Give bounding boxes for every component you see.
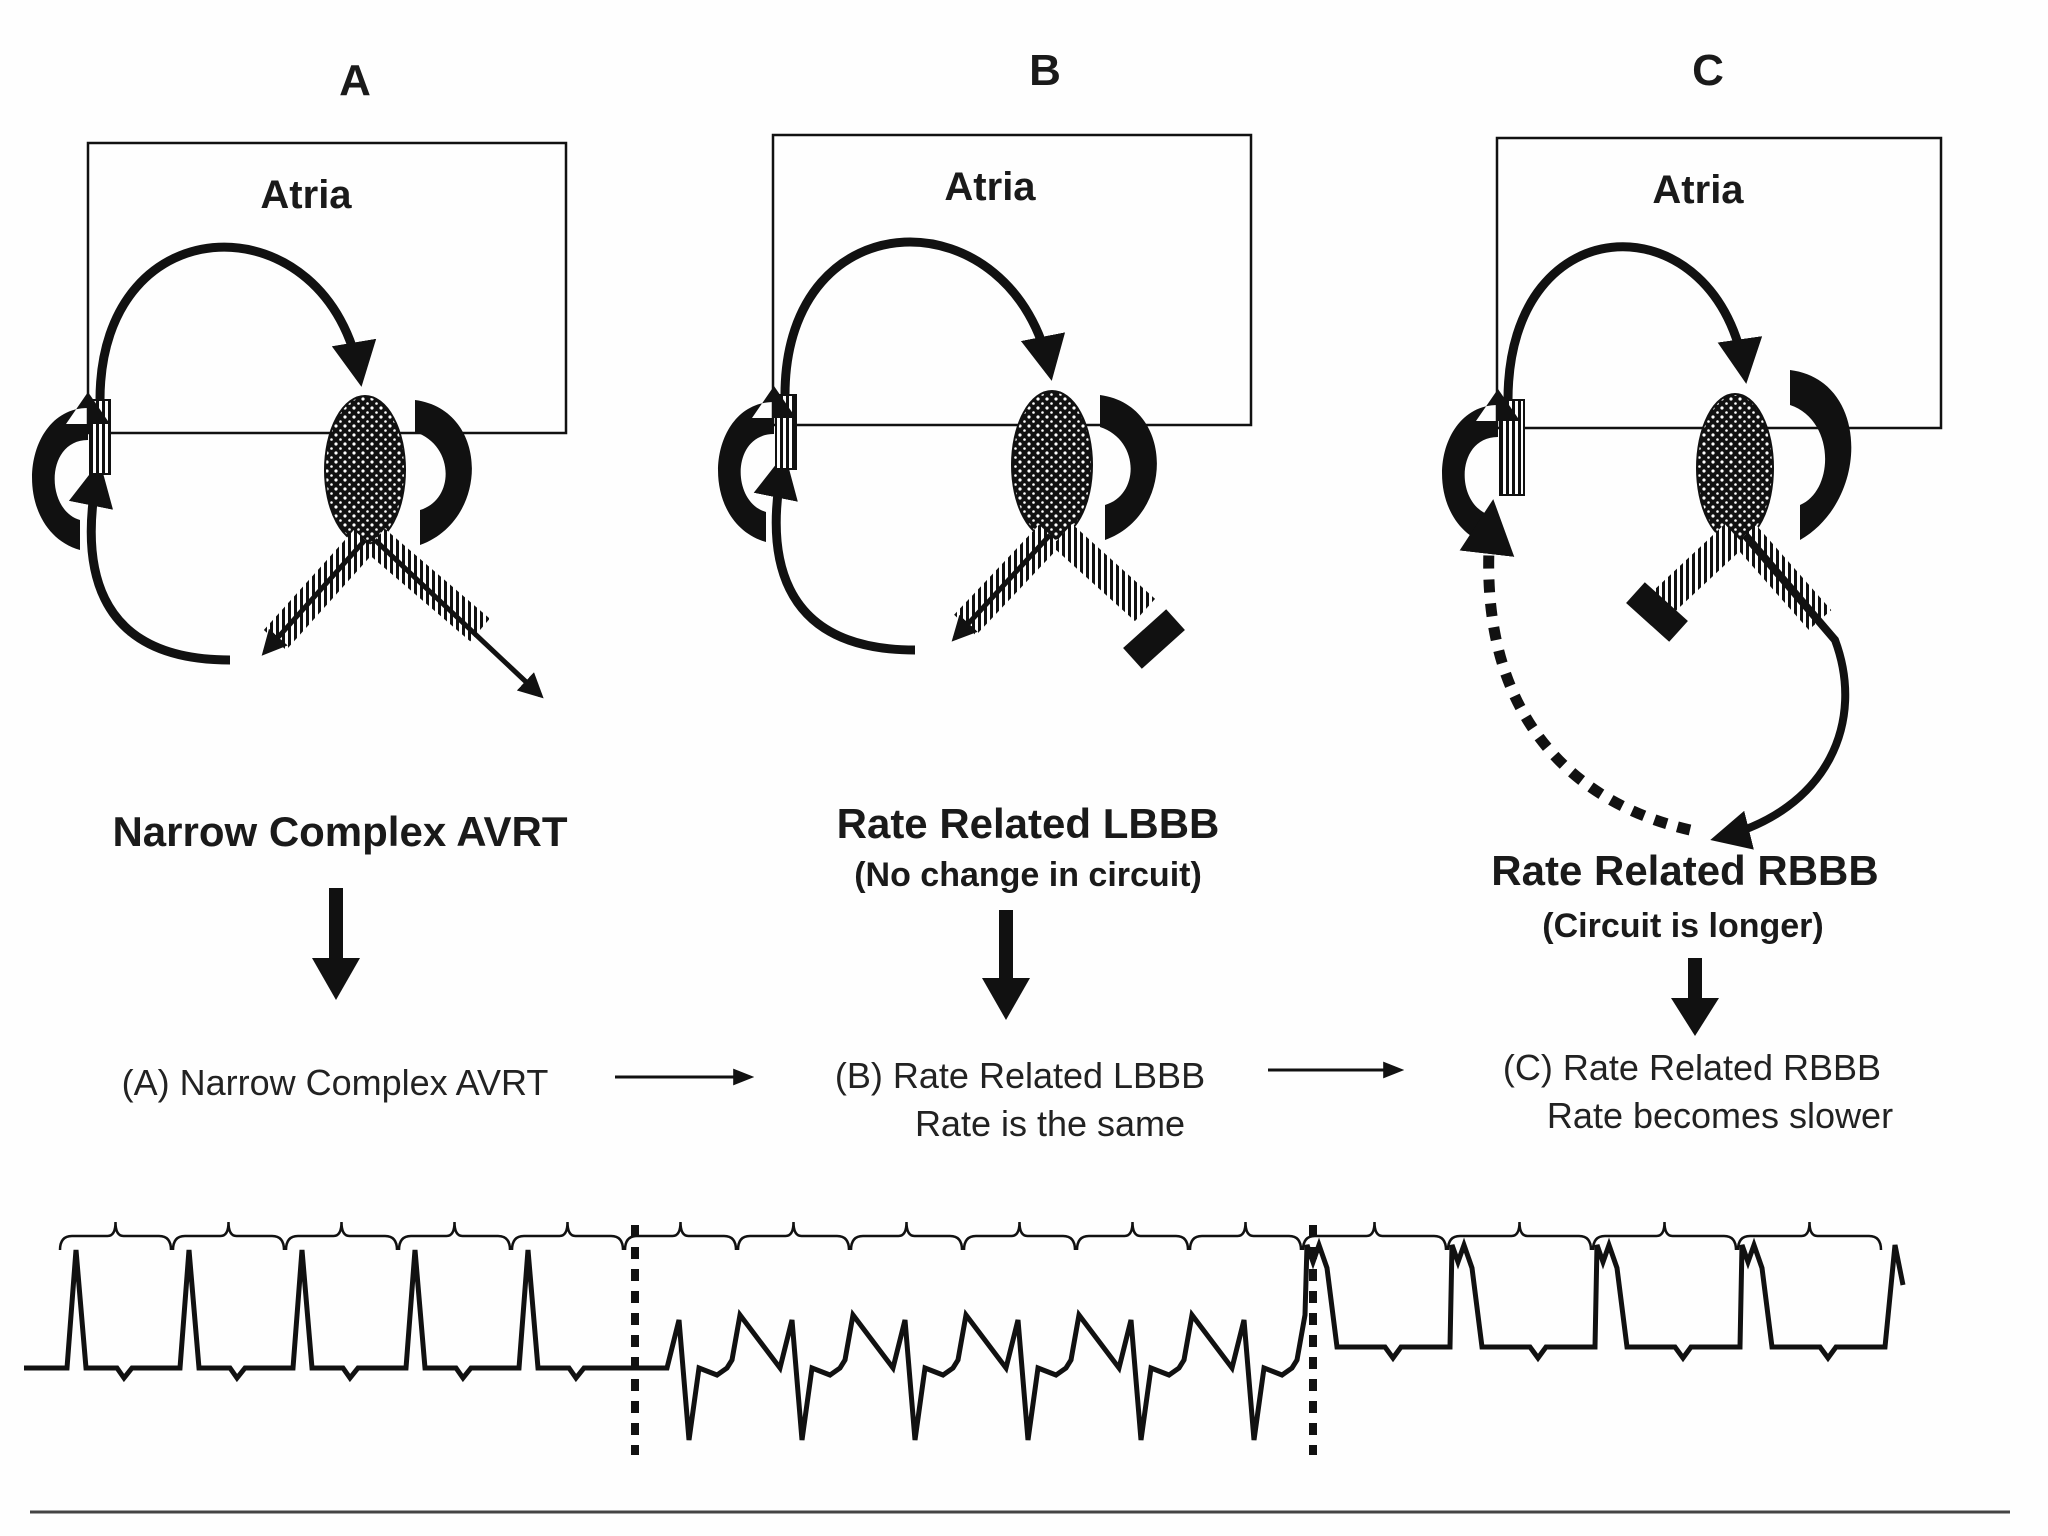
cycle-length-brace (171, 1221, 286, 1251)
cycle-length-brace (1188, 1221, 1303, 1251)
cycle-length-brace (1446, 1221, 1593, 1251)
panel-title: Narrow Complex AVRT (112, 808, 567, 855)
atria-label: Atria (944, 165, 1036, 209)
cycle-length-brace (1736, 1221, 1883, 1251)
left-bundle-arrow (261, 538, 367, 656)
right-curl-arrow (1790, 370, 1852, 540)
panel-subtitle: (Circuit is longer) (1542, 907, 1823, 945)
panel-title: Rate Related LBBB (837, 800, 1220, 847)
atria-box (771, 133, 1253, 427)
caption-line1: (B) Rate Related LBBB (835, 1055, 1205, 1096)
cycle-length-brace (849, 1221, 964, 1251)
cycle-length-brace (284, 1221, 399, 1251)
atria-box (86, 141, 568, 435)
caption-line2: Rate is the same (915, 1103, 1185, 1144)
retrograde-pathway-dotted (1459, 499, 1692, 836)
atria-label: Atria (260, 173, 352, 217)
right-curl-arrow (415, 400, 472, 545)
panel-b: B Atria Rate Related LBBB (No change in … (718, 46, 1405, 1144)
reentry-circuit-arc (95, 242, 377, 401)
cycle-length-brace (1301, 1221, 1448, 1251)
left-bundle-arrow (951, 533, 1052, 642)
right-bundle-arrow (373, 538, 544, 699)
caption-line2: Rate becomes slower (1547, 1095, 1893, 1136)
panel-subtitle: (No change in circuit) (854, 856, 1202, 894)
right-bundle-branch-blocked (1051, 523, 1156, 622)
panel-letter: A (339, 56, 371, 105)
cycle-length-brace (58, 1221, 173, 1251)
av-node (1011, 390, 1093, 540)
panel-letter: C (1692, 46, 1724, 95)
reentry-circuit-arc (1503, 242, 1763, 401)
cycle-length-brace (623, 1221, 738, 1251)
caption-line1: (C) Rate Related RBBB (1503, 1047, 1881, 1088)
panel-title: Rate Related RBBB (1491, 847, 1878, 894)
ecg-trace (24, 1237, 1906, 1441)
accessory-pathway-retrograde-arrow (753, 453, 916, 655)
cycle-length-brace (397, 1221, 512, 1251)
ecg-strip (24, 1221, 1906, 1455)
av-node (1696, 393, 1774, 543)
cycle-length-brace (510, 1221, 625, 1251)
panel-a: A Atria Narrow Complex AVRT (A) Narrow C… (32, 56, 755, 1103)
left-bundle-branch-blocked (1649, 524, 1746, 616)
cycle-length-brace (1075, 1221, 1190, 1251)
right-curl-arrow (1100, 395, 1157, 540)
down-arrow-head (982, 978, 1030, 1020)
cycle-length-brace (736, 1221, 851, 1251)
atria-label: Atria (1652, 168, 1744, 212)
left-curl-arrow (32, 392, 110, 550)
cycle-length-brace (962, 1221, 1077, 1251)
accessory-pathway-retrograde-arrow (68, 461, 231, 665)
panel-c: C Atria Rate Related RBBB (Circuit is lo… (1442, 46, 1943, 1136)
lbbb-block-bar (1123, 609, 1185, 669)
rbbb-block-bar (1626, 582, 1688, 642)
cycle-length-brace (1591, 1221, 1738, 1251)
down-arrow-head (312, 958, 360, 1000)
down-arrow-head (1671, 998, 1719, 1036)
right-bundle-arrow (1710, 532, 1850, 850)
caption-line1: (A) Narrow Complex AVRT (122, 1062, 549, 1103)
panel-letter: B (1029, 46, 1061, 95)
left-curl-arrow (718, 386, 796, 542)
reentry-circuit-arc (780, 237, 1066, 396)
av-node (324, 395, 406, 545)
